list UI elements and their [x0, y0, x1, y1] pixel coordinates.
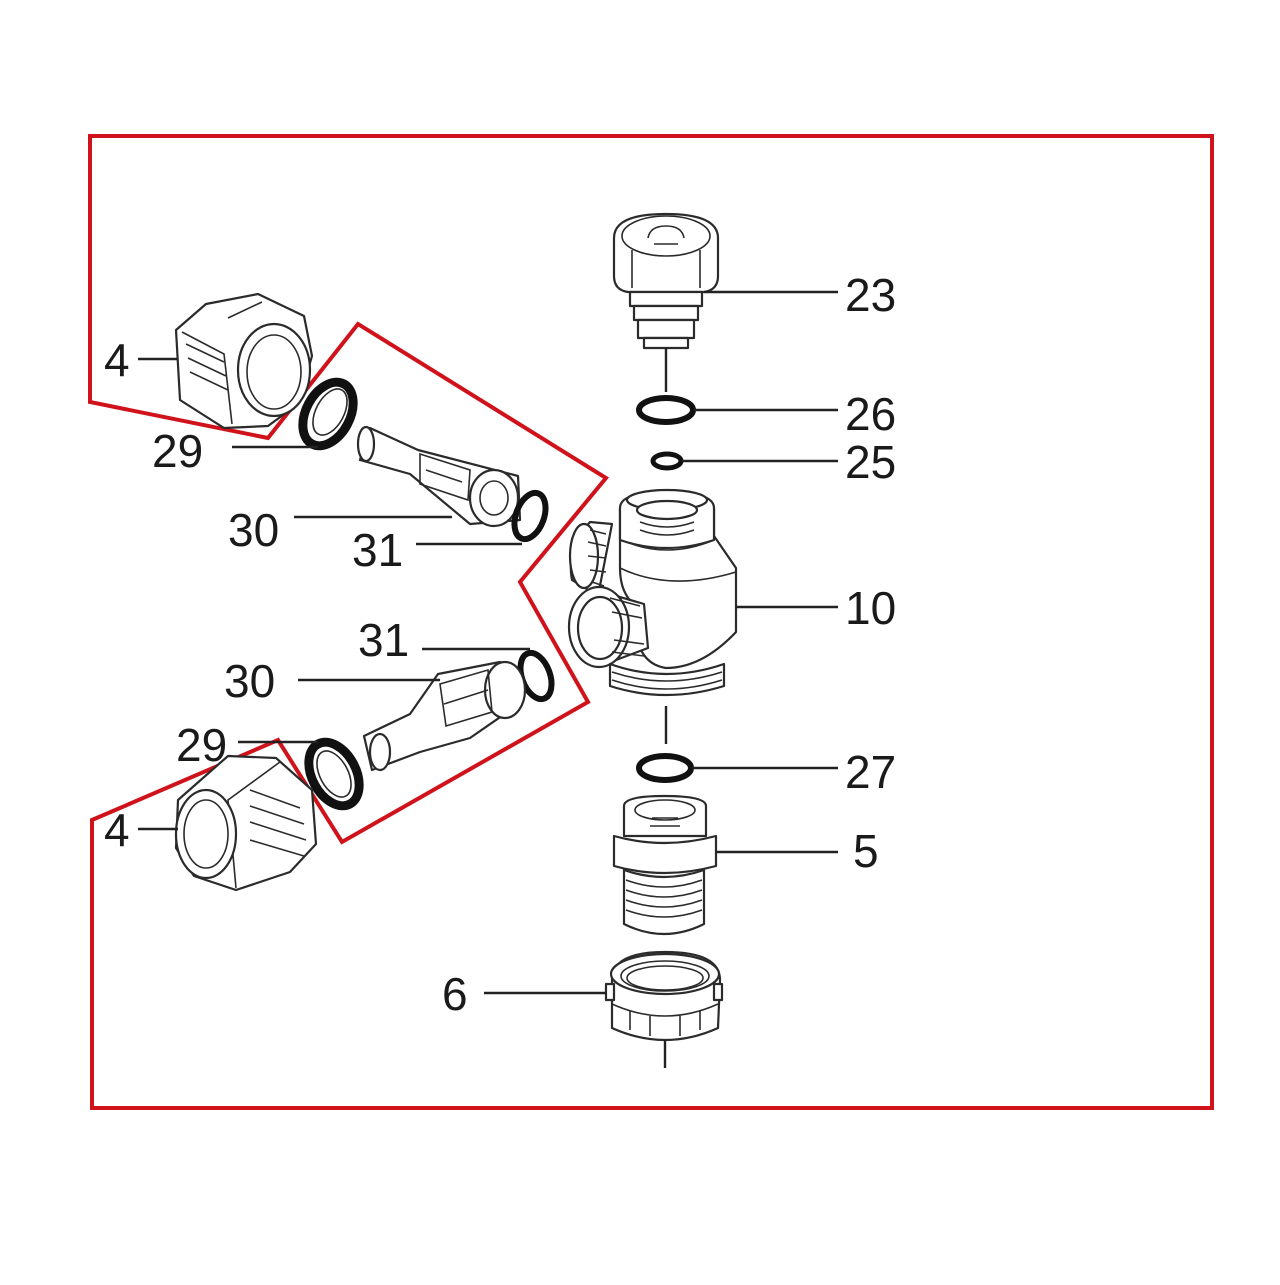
part-23-plug [612, 212, 720, 392]
oring-27 [636, 753, 694, 783]
oring-31-upper [511, 489, 549, 543]
callout-23: 23 [845, 269, 896, 321]
callout-27: 27 [845, 746, 896, 798]
callout-30-upper: 30 [228, 504, 279, 556]
part-4-lower-hex-nut [174, 754, 318, 892]
callout-4-upper: 4 [104, 334, 130, 386]
callout-31-lower: 31 [358, 614, 409, 666]
oring-26 [636, 395, 696, 425]
part-6-nut [604, 950, 724, 1068]
callout-30-lower: 30 [224, 655, 275, 707]
callout-25: 25 [845, 436, 896, 488]
part-4-upper-hex-nut [174, 292, 314, 430]
gasket-29-lower [304, 737, 364, 811]
callout-6: 6 [442, 968, 468, 1020]
part-30-upper-nozzle [356, 425, 522, 528]
callout-26: 26 [845, 388, 896, 440]
oring-25 [650, 451, 684, 471]
part-30-lower-nozzle [362, 660, 527, 772]
part-10-tee-body [567, 488, 738, 744]
callout-5: 5 [853, 825, 879, 877]
gasket-29-upper [298, 377, 358, 451]
highlight-frame [88, 134, 1214, 1110]
callout-10: 10 [845, 582, 896, 634]
callout-29-lower: 29 [176, 719, 227, 771]
leader-lines [138, 290, 838, 995]
callout-4-lower: 4 [104, 804, 130, 856]
callout-31-upper: 31 [352, 524, 403, 576]
part-5-nipple [612, 794, 718, 936]
callout-29-upper: 29 [152, 425, 203, 477]
